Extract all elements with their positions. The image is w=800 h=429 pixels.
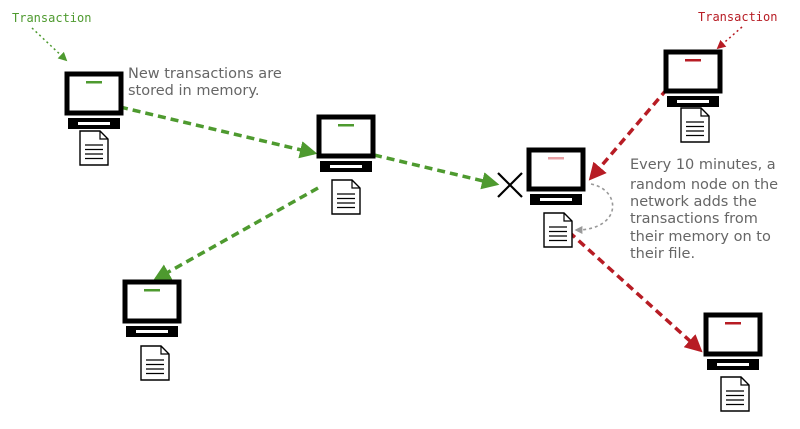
mining-note: Every 10 minutes, a random node on the n…	[630, 157, 783, 262]
document-icon	[543, 212, 573, 248]
propagation-arrow-green	[152, 186, 319, 281]
computer-icon	[529, 150, 583, 205]
write-to-file-arrow	[574, 183, 614, 234]
computer-icon	[706, 315, 760, 370]
memory-note: New transactions are stored in memory.	[128, 66, 286, 99]
node-top-left	[67, 74, 121, 166]
document-icon	[680, 107, 710, 143]
document-icon	[79, 130, 109, 166]
document-icon	[140, 345, 170, 381]
cross-icon	[497, 172, 523, 198]
document-icon	[331, 179, 361, 215]
computer-icon	[666, 52, 720, 107]
incoming-transaction-arrow-green	[31, 27, 68, 62]
node-bottom-left	[125, 282, 179, 381]
node-top-right	[666, 52, 720, 143]
propagation-arrow-red	[588, 87, 669, 181]
propagation-arrow-green	[119, 105, 318, 159]
propagation-arrow-red	[567, 230, 703, 353]
computer-icon	[319, 117, 373, 172]
incoming-transaction-arrow-red	[716, 26, 743, 50]
node-center	[319, 117, 373, 215]
transaction-label-green: Transaction	[12, 11, 91, 25]
document-icon	[720, 376, 750, 412]
node-miner	[529, 150, 583, 248]
transaction-label-red: Transaction	[698, 10, 777, 24]
computer-icon	[67, 74, 121, 129]
computer-icon	[125, 282, 179, 337]
propagation-arrow-green	[373, 153, 500, 190]
node-bottom-right	[706, 315, 760, 412]
